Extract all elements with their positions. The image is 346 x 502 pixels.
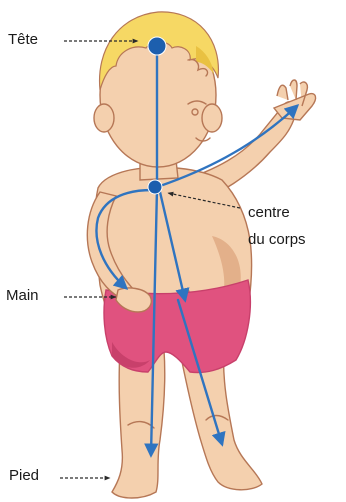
label-center-line2: du corps	[248, 231, 306, 248]
label-hand: Main	[6, 287, 39, 304]
center-of-body-point	[148, 180, 162, 194]
head-point	[148, 37, 166, 55]
legs	[112, 350, 262, 498]
label-foot: Pied	[9, 467, 39, 484]
label-head: Tête	[8, 31, 38, 48]
label-center-line1: centre	[248, 204, 290, 221]
